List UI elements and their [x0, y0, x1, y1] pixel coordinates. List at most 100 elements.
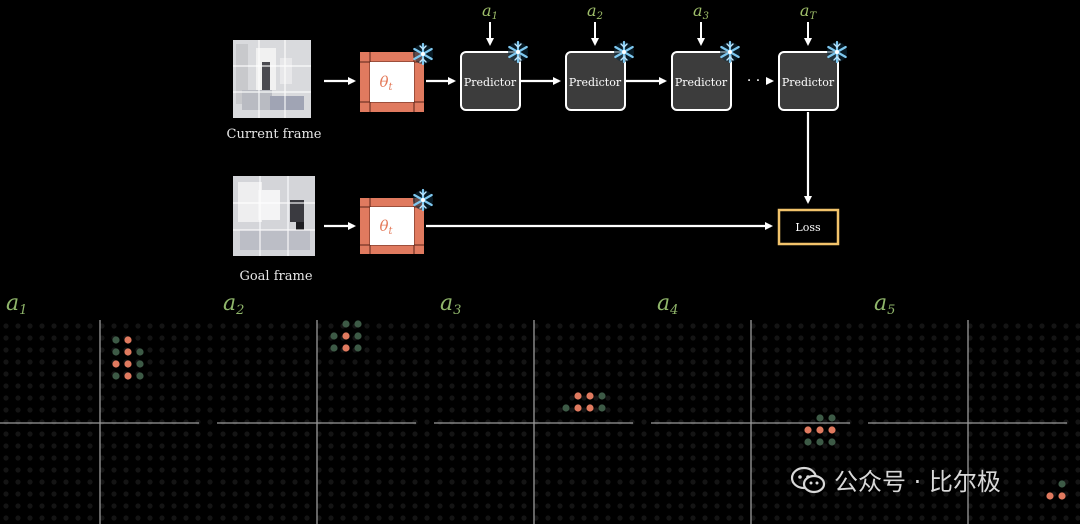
grid-dot	[641, 395, 647, 401]
grid-dot	[931, 323, 937, 329]
grid-dot	[1039, 503, 1045, 509]
grid-dot	[449, 383, 455, 389]
grid-dot	[39, 503, 45, 509]
grid-dot	[979, 347, 985, 353]
grid-dot	[1039, 467, 1045, 473]
grid-dot	[111, 383, 117, 389]
grid-dot	[232, 419, 238, 425]
grid-dot	[461, 455, 467, 461]
grid-dot	[762, 503, 768, 509]
grid-dot	[605, 371, 611, 377]
grid-dot	[955, 515, 961, 521]
grid-dot	[533, 467, 539, 473]
grid-dot	[846, 347, 852, 353]
grid-dot	[690, 443, 696, 449]
grid-dot	[3, 431, 9, 437]
grid-dot	[798, 383, 804, 389]
grid-dot	[207, 371, 213, 377]
grid-dot	[256, 359, 262, 365]
grid-dot	[280, 491, 286, 497]
grid-dot	[63, 347, 69, 353]
grid-dot	[762, 323, 768, 329]
grid-dot	[858, 443, 864, 449]
grid-dot	[340, 431, 346, 437]
grid-dot	[895, 479, 901, 485]
grid-dot	[268, 431, 274, 437]
grid-dot	[147, 479, 153, 485]
grid-dot	[750, 503, 756, 509]
grid-dot	[822, 443, 828, 449]
grid-dot	[3, 491, 9, 497]
grid-dot	[280, 479, 286, 485]
grid-dot	[135, 479, 141, 485]
grid-dot	[473, 491, 479, 497]
loss-label: Loss	[795, 221, 821, 234]
grid-dot	[991, 383, 997, 389]
grid-dot	[99, 407, 105, 413]
grid-dot	[51, 347, 57, 353]
grid-dot	[967, 443, 973, 449]
grid-dot	[27, 455, 33, 461]
grid-dot	[774, 371, 780, 377]
grid-dot	[268, 395, 274, 401]
grid-dot	[376, 431, 382, 437]
grid-dot	[822, 515, 828, 521]
grid-dot	[232, 431, 238, 437]
grid-dot	[629, 383, 635, 389]
grid-dot	[232, 515, 238, 521]
grid-dot	[304, 323, 310, 329]
grid-dot	[63, 431, 69, 437]
grid-dot	[497, 467, 503, 473]
grid-dot	[1063, 443, 1069, 449]
grid-dot	[304, 431, 310, 437]
grid-dot	[943, 407, 949, 413]
grid-dot	[316, 479, 322, 485]
grid-dot	[171, 455, 177, 461]
grid-dot	[183, 395, 189, 401]
grid-dot	[690, 503, 696, 509]
grid-dot	[883, 395, 889, 401]
grid-dot	[810, 503, 816, 509]
grid-dot	[931, 431, 937, 437]
grid-dot	[774, 395, 780, 401]
grid-dot	[304, 479, 310, 485]
grid-dot	[135, 383, 141, 389]
grid-dot	[509, 479, 515, 485]
grid-dot	[822, 383, 828, 389]
grid-dot	[449, 515, 455, 521]
grid-dot	[871, 359, 877, 365]
action-grid-label: a4	[657, 291, 678, 318]
grid-dot	[376, 479, 382, 485]
grid-dot	[159, 419, 165, 425]
grid-dot	[738, 383, 744, 389]
grid-dot	[1063, 455, 1069, 461]
grid-dot	[412, 335, 418, 341]
grid-dot	[171, 467, 177, 473]
grid-dot	[545, 491, 551, 497]
grid-dot	[545, 395, 551, 401]
predictor-3-action: a3	[693, 1, 709, 22]
grid-dot	[207, 503, 213, 509]
grid-dot	[967, 347, 973, 353]
grid-dot	[87, 515, 93, 521]
grid-dot	[557, 515, 563, 521]
grid-dot	[292, 323, 298, 329]
grid-dot	[509, 359, 515, 365]
grid-dot	[955, 431, 961, 437]
grid-dot	[714, 395, 720, 401]
grid-dot	[895, 455, 901, 461]
grid-dot	[955, 479, 961, 485]
grid-dot	[304, 395, 310, 401]
grid-dot	[485, 443, 491, 449]
grid-dot	[907, 407, 913, 413]
grid-dot	[738, 371, 744, 377]
grid-dot	[762, 383, 768, 389]
grid-dot	[51, 455, 57, 461]
grid-dot	[617, 359, 623, 365]
grid-dot	[473, 467, 479, 473]
grid-dot	[991, 467, 997, 473]
grid-dot	[871, 467, 877, 473]
grid-dot	[641, 515, 647, 521]
grid-dot	[943, 335, 949, 341]
grid-dot	[533, 479, 539, 485]
